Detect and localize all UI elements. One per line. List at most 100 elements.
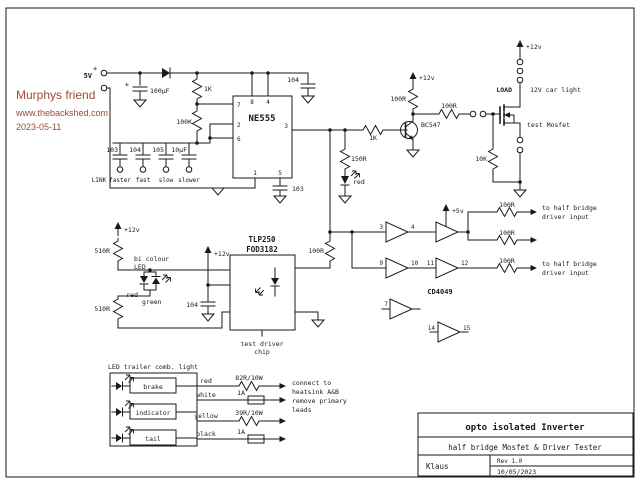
supply-arrow-icon <box>204 245 212 261</box>
resistor-510r <box>113 295 123 323</box>
ground-icon <box>273 195 287 204</box>
ground-icon <box>201 313 215 322</box>
terminal <box>479 110 487 118</box>
opto-chip <box>229 254 296 331</box>
inverter-gate <box>435 257 460 279</box>
output-arrow-icon <box>279 436 286 442</box>
caption-2: chip <box>254 348 270 356</box>
ne555-chip <box>232 95 293 179</box>
v12-label: +12v <box>214 250 230 258</box>
fuse-icon <box>247 395 265 405</box>
junction-dot <box>266 71 270 75</box>
res-100r-label: 100R <box>499 201 515 209</box>
opto-led-icon <box>271 278 279 285</box>
opto-chip-name-2: FOD3182 <box>246 245 278 254</box>
res-100r-gate-label: 100R <box>441 102 457 110</box>
res-100k-label: 100K <box>176 118 192 126</box>
caption-1: test driver <box>240 340 283 348</box>
pin-1: 1 <box>253 170 257 177</box>
pin-7: 7 <box>237 102 241 109</box>
junction-dot <box>250 71 254 75</box>
logic-section: +5v 3 4 9 10 11 12 7 14 15 100R 100R 100… <box>379 201 597 343</box>
bjt-driver-section: +12v 100R BC547 1K 150R red 100R <box>351 71 501 186</box>
ground-icon <box>513 189 527 198</box>
bc547-label: BC547 <box>421 121 441 129</box>
wires <box>111 385 283 440</box>
wires <box>106 72 408 197</box>
ground-icon <box>133 99 147 108</box>
inverter-gate <box>385 221 410 243</box>
ground-icon <box>311 319 325 328</box>
emission-arrows-icon <box>124 426 134 435</box>
resistor-510r <box>113 237 123 265</box>
trailer-title: LED trailer comb. light <box>108 363 198 371</box>
terminal <box>516 136 524 144</box>
load-desc-label: 12V car light <box>530 86 581 94</box>
output-arrow-icon <box>279 397 286 403</box>
out-bottom-label-1: to half bridge <box>542 260 597 268</box>
biled-red-label: red <box>126 291 138 299</box>
supply-5v-label: 5V <box>84 72 93 80</box>
led-icon <box>116 408 122 416</box>
fuse-icon <box>247 434 265 444</box>
wires <box>117 129 387 337</box>
wires <box>492 53 521 191</box>
emitter-arrow-icon <box>408 135 414 140</box>
cap-104-label: 104 <box>186 301 198 309</box>
junction-dot <box>491 112 495 116</box>
junction-dot <box>195 102 199 106</box>
wire-white-label: white <box>196 391 216 399</box>
out-top-label-2: driver input <box>542 213 589 221</box>
terminal <box>469 110 477 118</box>
supply-arrow-icon <box>114 221 122 237</box>
pin-4: 4 <box>411 224 415 231</box>
resistor-10k <box>488 145 498 173</box>
timing-cap-label: 104 <box>129 146 141 154</box>
res-100r-label: 100R <box>499 229 515 237</box>
biled-green-icon <box>152 277 160 284</box>
biled-label-1: bi colour <box>134 255 169 263</box>
drawing-date: 10/05/2023 <box>497 468 536 476</box>
note-3: remove primary <box>292 397 347 405</box>
biled-green-label: green <box>142 298 162 306</box>
inverter-gate <box>385 257 410 279</box>
pin-9: 9 <box>379 260 383 267</box>
brake-label: brake <box>143 383 163 391</box>
timing-cap-label: 105 <box>152 146 164 154</box>
res-39r-label: 39R/10W <box>235 409 262 417</box>
opto-driver-section: TLP250 FOD3182 +12v +12v 510R 510R bi co… <box>94 129 387 356</box>
led-icon <box>116 382 122 390</box>
page-border <box>5 7 635 478</box>
inverter-gate <box>435 221 460 243</box>
cd4049-label: CD4049 <box>427 288 452 296</box>
junction-dot <box>195 71 199 75</box>
pin-3: 3 <box>379 224 383 231</box>
res-100r-label: 100R <box>390 95 406 103</box>
cap-100uf-label: 100µF <box>150 87 170 95</box>
trailer-light-section: LED trailer comb. light brake indicator … <box>108 363 347 447</box>
ground-icon <box>301 95 315 104</box>
wires <box>404 111 501 151</box>
timing-cap-label: 10µF <box>171 146 187 154</box>
junction-dot <box>343 128 347 132</box>
junction-dot <box>138 71 142 75</box>
led-red-label: red <box>353 178 365 186</box>
junction-dot <box>148 268 152 272</box>
resistor-100k <box>192 107 202 135</box>
pin-8: 8 <box>250 99 254 106</box>
plus-label: + <box>93 65 97 73</box>
res-100r-label: 100R <box>308 247 324 255</box>
v12-label: +12v <box>124 226 140 234</box>
mosfet-arrow-icon <box>504 112 510 118</box>
junction-dot <box>466 230 470 234</box>
terminal <box>116 166 124 173</box>
link-label: faster <box>109 177 131 184</box>
oscillator-section: NE555 7 2 6 8 4 3 5 1 103 5V + + 100µF 1… <box>84 65 408 197</box>
emission-arrows-icon <box>124 400 134 409</box>
supply-arrow-icon <box>409 71 417 87</box>
ground-icon <box>406 149 420 158</box>
junction-dot <box>328 230 332 234</box>
diode-icon <box>162 68 170 78</box>
junction-dot <box>328 128 332 132</box>
